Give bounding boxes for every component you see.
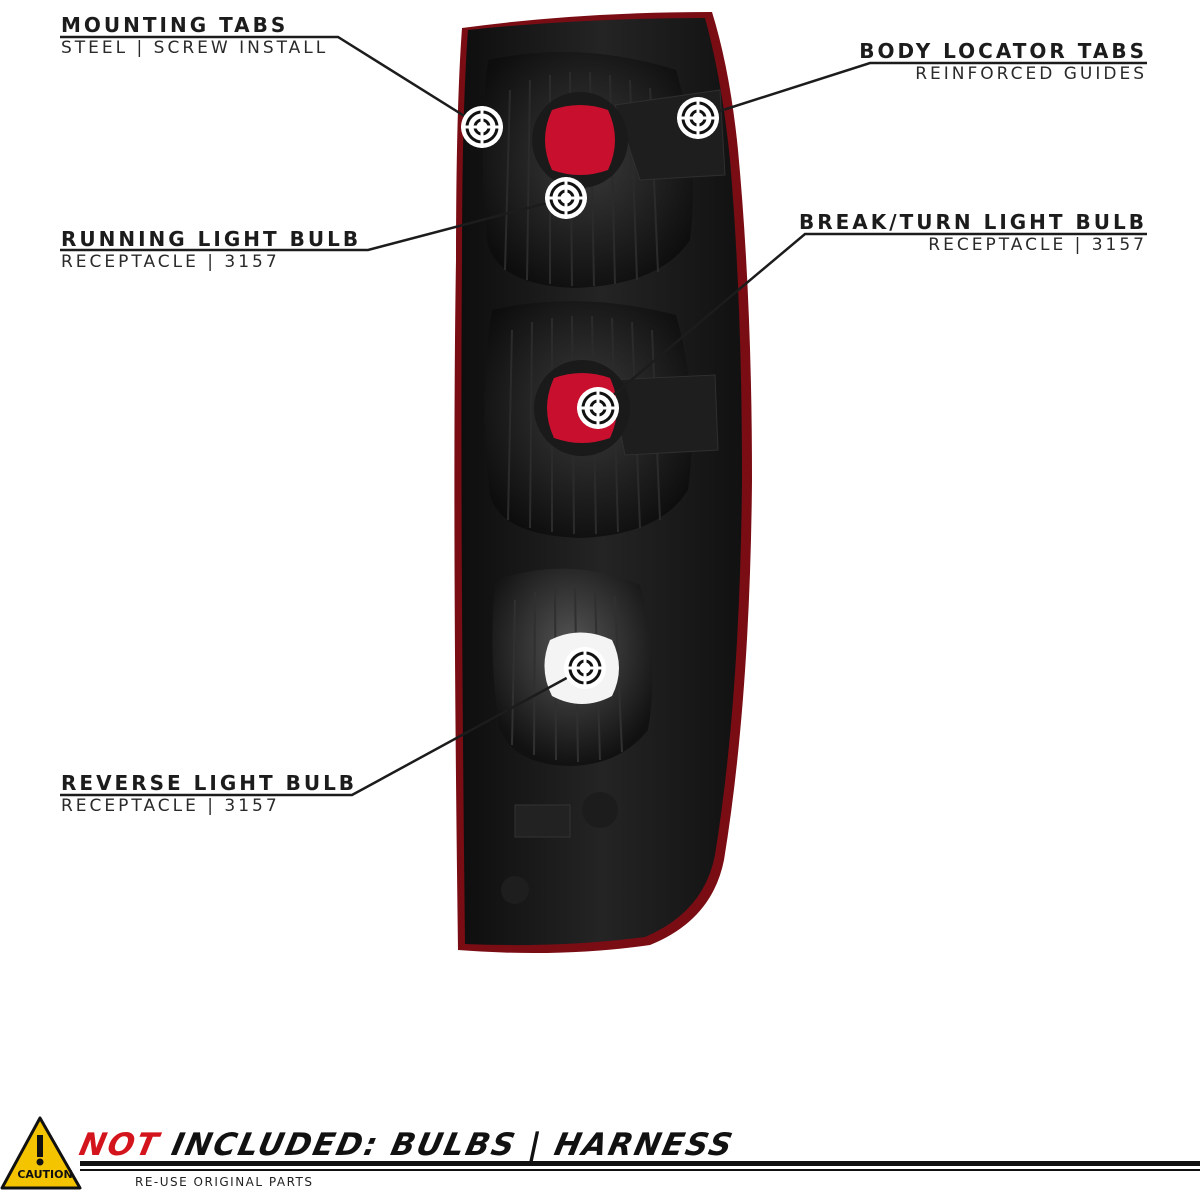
callout-title: BODY LOCATOR TABS [859, 39, 1147, 63]
not-included-banner: NOT INCLUDED: BULBS | HARNESS [76, 1127, 737, 1163]
reuse-note: RE-USE ORIGINAL PARTS [135, 1175, 314, 1189]
not-word: NOT [76, 1127, 164, 1163]
target-marker-running-light [545, 177, 587, 219]
footer-rules [80, 1161, 1200, 1171]
leader-lines [60, 35, 1147, 797]
callout-mounting-tabs: MOUNTING TABS STEEL | SCREW INSTALL [61, 13, 328, 59]
callout-subtitle: STEEL | SCREW INSTALL [61, 38, 329, 58]
housing-lower-panel [501, 792, 618, 904]
leader-body-locator-tabs [697, 61, 1147, 120]
target-marker-body-locator-tabs [677, 97, 719, 139]
target-marker-mounting-tabs [461, 106, 503, 148]
callout-title: REVERSE LIGHT BULB [61, 771, 358, 795]
callout-title: MOUNTING TABS [61, 13, 289, 37]
callout-reverse-light-bulb: REVERSE LIGHT BULB RECEPTACLE | 3157 [61, 771, 357, 817]
callout-subtitle: RECEPTACLE | 3157 [61, 252, 280, 272]
callout-subtitle: RECEPTACLE | 3157 [61, 796, 280, 816]
callout-subtitle: REINFORCED GUIDES [915, 64, 1147, 84]
target-marker-reverse-light [564, 647, 606, 689]
caution-label: CAUTION [17, 1168, 73, 1181]
leader-reverse-light [60, 666, 586, 797]
leader-running-light [60, 196, 567, 252]
leader-brake-turn [597, 232, 1147, 409]
caution-icon [0, 1116, 82, 1190]
callout-break-turn-light-bulb: BREAK/TURN LIGHT BULB RECEPTACLE | 3157 [799, 210, 1147, 256]
callout-running-light-bulb: RUNNING LIGHT BULB RECEPTACLE | 3157 [61, 227, 361, 273]
callout-title: RUNNING LIGHT BULB [61, 227, 362, 251]
callout-body-locator-tabs: BODY LOCATOR TABS REINFORCED GUIDES [859, 39, 1147, 85]
callout-title: BREAK/TURN LIGHT BULB [799, 210, 1147, 234]
leader-mounting-tabs [60, 35, 483, 129]
callout-subtitle: RECEPTACLE | 3157 [928, 235, 1147, 255]
running-light-socket [532, 92, 628, 188]
not-included-items: INCLUDED: BULBS | HARNESS [155, 1127, 738, 1163]
target-marker-brake-turn [577, 387, 619, 429]
